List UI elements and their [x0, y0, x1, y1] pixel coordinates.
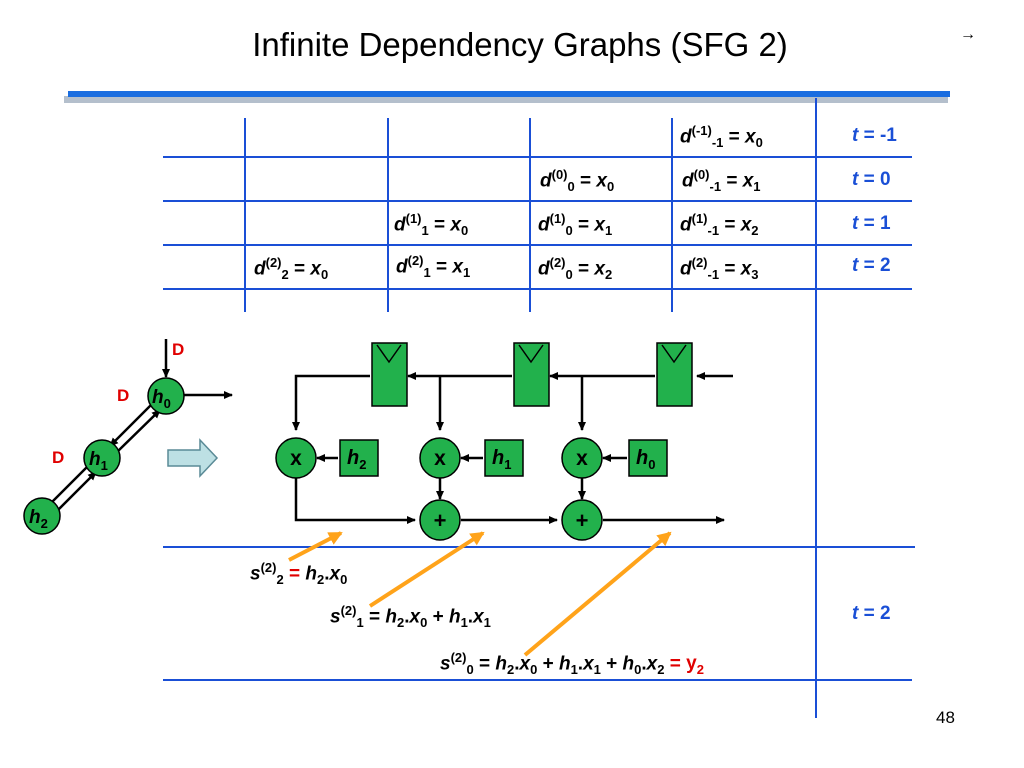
adder-node — [561, 499, 603, 541]
table-cell: d(1)0 = x1 — [538, 211, 613, 239]
node-h0 — [147, 377, 185, 415]
coeff-box-h0 — [628, 439, 668, 477]
time-label: t = 2 — [852, 603, 891, 624]
table-grid — [163, 98, 915, 718]
coeff-box-h2 — [339, 439, 379, 477]
table-cell: d(0)0 = x0 — [540, 167, 615, 195]
table-cell: d(2)2 = x0 — [254, 255, 329, 283]
node-h1 — [83, 439, 121, 477]
adder-label: + — [576, 508, 589, 533]
delay-label: D — [172, 340, 184, 359]
multiplier-label: x — [434, 447, 446, 470]
transform-arrow-icon — [167, 438, 219, 478]
delay-register — [656, 342, 693, 407]
delay-label: D — [117, 386, 129, 405]
small-graph: h0 h1 h2 D D D — [23, 339, 233, 535]
multiplier-node — [275, 437, 317, 479]
multiplier-label: x — [290, 447, 302, 470]
sfg-wiring — [292, 372, 733, 524]
title-underline-shadow — [64, 96, 948, 103]
pointer-arrow — [523, 531, 672, 657]
table-cell: d(1)1 = x0 — [394, 211, 469, 239]
time-label: t = 2 — [852, 255, 891, 276]
nav-arrow-icon[interactable]: → — [960, 26, 976, 43]
pointer-arrow — [288, 531, 343, 562]
slide-title: Infinite Dependency Graphs (SFG 2) — [252, 26, 788, 63]
pointer-arrow — [368, 531, 485, 608]
table-cell: d(2)-1 = x3 — [680, 255, 759, 283]
time-label: t = 0 — [852, 169, 891, 190]
edge-h0-h1-delay — [109, 403, 153, 447]
node-h2-label: h2 — [29, 507, 48, 531]
delay-label: D — [52, 448, 64, 467]
slide-number: 48 — [936, 708, 955, 727]
delay-register — [513, 342, 550, 407]
coeff-h1-label: h1 — [492, 447, 511, 472]
time-label: t = 1 — [852, 213, 891, 234]
node-h0-label: h0 — [152, 387, 171, 411]
multiplier-node — [561, 437, 603, 479]
equation-line: s(2)2 = h2.x0 — [250, 560, 348, 588]
equation-line: s(2)0 = h2.x0 + h1.x1 + h0.x2 = y2 — [440, 650, 704, 678]
edge-h1-h2-delay — [46, 465, 89, 508]
node-h1-label: h1 — [89, 449, 108, 473]
edge-h2-h1 — [54, 471, 97, 514]
table-cell: d(-1)-1 = x0 — [680, 123, 763, 151]
multiplier-node — [419, 437, 461, 479]
coeff-h0-label: h0 — [636, 447, 655, 472]
time-label: t = -1 — [852, 125, 897, 146]
table-cell: d(2)1 = x1 — [396, 253, 471, 281]
multiplier-label: x — [576, 447, 588, 470]
table-cell: d(0)-1 = x1 — [682, 167, 761, 195]
adder-node — [419, 499, 461, 541]
edge-h1-h0 — [115, 409, 161, 454]
adder-label: + — [434, 508, 447, 533]
coeff-h2-label: h2 — [347, 447, 366, 472]
node-h2 — [23, 497, 61, 535]
table-cell: d(1)-1 = x2 — [680, 211, 759, 239]
title-underline — [68, 91, 950, 97]
pointer-arrows — [288, 531, 672, 657]
delay-register — [371, 342, 408, 407]
table-cell: d(2)0 = x2 — [538, 255, 613, 283]
coeff-box-h1 — [484, 439, 524, 477]
equation-line: s(2)1 = h2.x0 + h1.x1 — [330, 603, 491, 631]
